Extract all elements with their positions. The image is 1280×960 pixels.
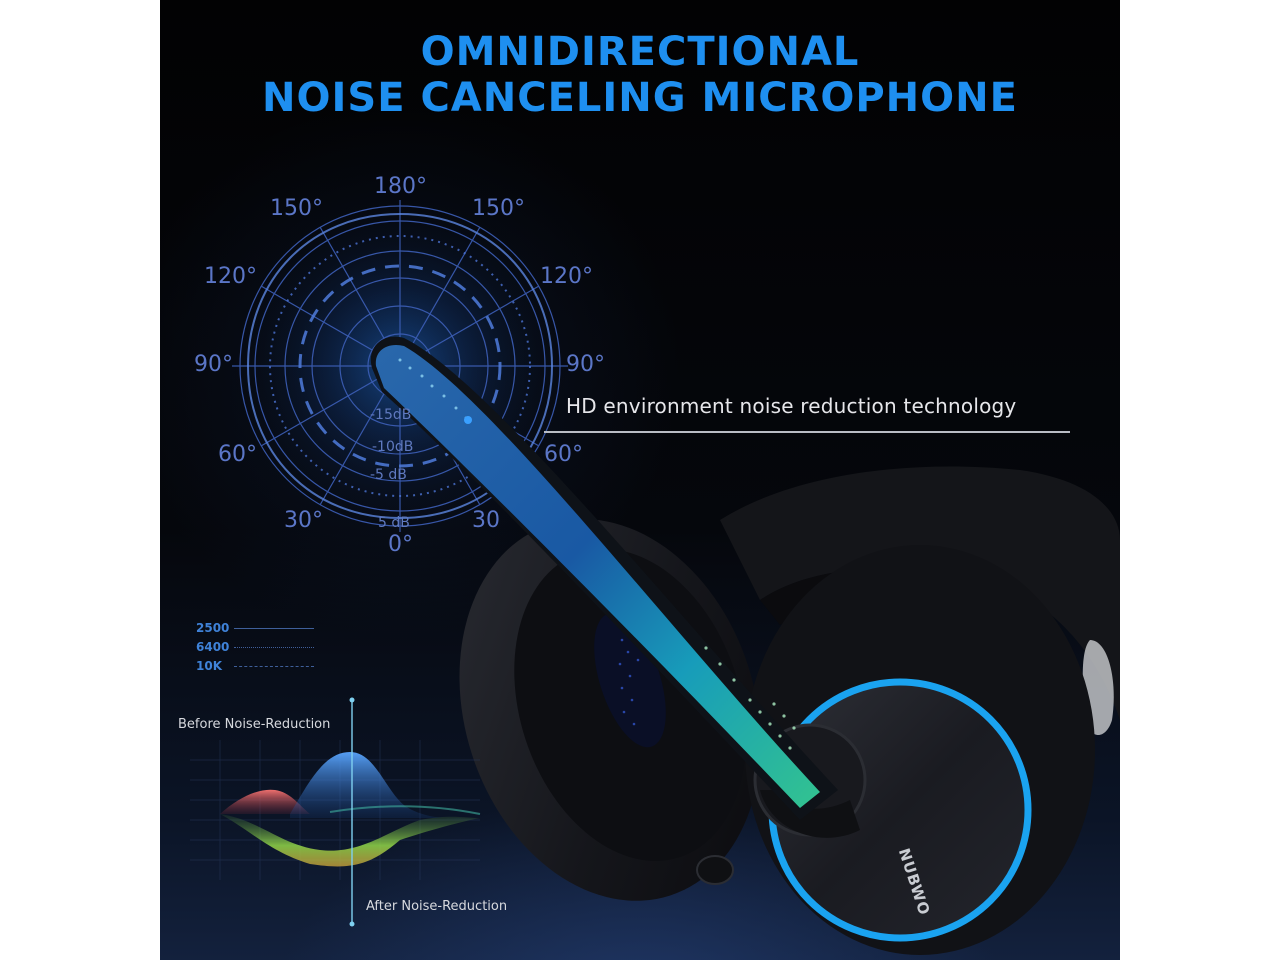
after-noise-reduction-label: After Noise-Reduction	[366, 899, 508, 914]
angle-label-90-left: 90°	[194, 352, 233, 377]
db-label-minus-15: -15dB	[370, 407, 412, 423]
caption-underline	[544, 431, 1070, 433]
angle-label-150-right: 150°	[472, 196, 525, 221]
before-noise-reduction-label: Before Noise-Reduction	[178, 717, 331, 732]
angle-label-180: 180°	[374, 174, 427, 199]
db-label-minus-10: -10dB	[372, 439, 414, 455]
legend-label-2500: 2500	[196, 621, 230, 635]
angle-label-120-right: 120°	[540, 264, 593, 289]
legend-line-dotted	[234, 647, 314, 648]
db-label-plus-5: 5 dB	[378, 515, 410, 531]
legend-line-solid	[234, 628, 314, 629]
boom-microphone	[370, 336, 838, 820]
feature-caption: HD environment noise reduction technolog…	[566, 394, 1017, 418]
angle-label-60-left: 60°	[218, 442, 257, 467]
illustration-layer	[190, 191, 1120, 955]
angle-label-30-left: 30°	[284, 508, 323, 533]
legend-line-dashed	[234, 666, 314, 667]
db-label-minus-5: -5 dB	[370, 467, 407, 483]
angle-label-150-left: 150°	[270, 196, 323, 221]
headline-line-1: OMNIDIRECTIONAL	[420, 29, 860, 75]
product-hero-image: OMNIDIRECTIONAL NOISE CANCELING MICROPHO…	[160, 0, 1120, 960]
angle-label-60-right: 60°	[544, 442, 583, 467]
legend-label-6400: 6400	[196, 640, 230, 654]
angle-label-30-right: 30	[472, 508, 500, 533]
legend-label-10k: 10K	[196, 659, 222, 673]
angle-label-90-right: 90°	[566, 352, 605, 377]
angle-label-0: 0°	[388, 532, 413, 557]
before-after-divider	[349, 697, 355, 927]
angle-label-120-left: 120°	[204, 264, 257, 289]
headline-line-2: NOISE CANCELING MICROPHONE	[262, 75, 1018, 121]
noise-reduction-waves	[220, 752, 481, 867]
polar-response-traces	[246, 212, 554, 520]
